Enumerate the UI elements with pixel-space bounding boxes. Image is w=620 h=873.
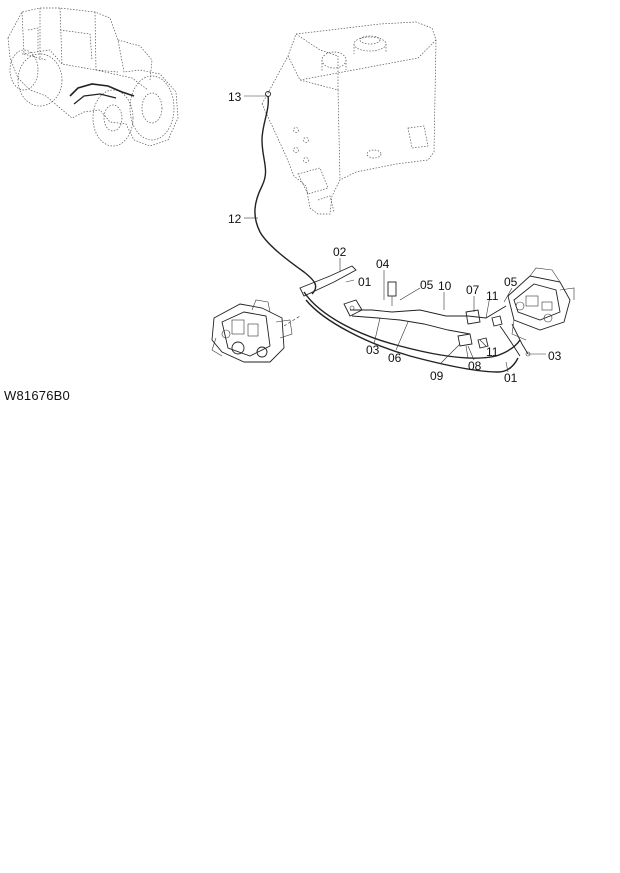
tee-08 bbox=[457, 333, 473, 347]
fitting-04 bbox=[387, 281, 397, 297]
callout-05: 05 bbox=[504, 275, 518, 289]
callout-03: 03 bbox=[548, 349, 562, 363]
callout-11: 11 bbox=[486, 289, 499, 303]
callout-05: 05 bbox=[420, 278, 434, 292]
callout-13: 13 bbox=[228, 90, 242, 104]
callout-labels: 13 12 02 01 04 05 10 07 05 11 03 06 11 0… bbox=[228, 90, 562, 385]
hose-routing bbox=[254, 91, 531, 373]
fitting-13 bbox=[265, 91, 271, 97]
callout-11: 11 bbox=[486, 345, 499, 359]
bracket-02 bbox=[299, 265, 357, 297]
tractor-inset-illustration bbox=[7, 7, 179, 147]
callout-09: 09 bbox=[430, 369, 444, 383]
callout-07: 07 bbox=[466, 283, 480, 297]
hydraulic-pump-illustration bbox=[211, 299, 301, 363]
callout-01: 01 bbox=[504, 371, 518, 385]
control-valve-illustration bbox=[507, 267, 575, 341]
callout-02: 02 bbox=[333, 245, 347, 259]
callout-04: 04 bbox=[376, 257, 390, 271]
callout-03: 03 bbox=[366, 343, 380, 357]
callout-12: 12 bbox=[228, 212, 242, 226]
figure-id: W81676B0 bbox=[4, 388, 70, 403]
callout-10: 10 bbox=[438, 279, 452, 293]
callout-08: 08 bbox=[468, 359, 482, 373]
leader-lines bbox=[244, 95, 546, 373]
callout-06: 06 bbox=[388, 351, 402, 365]
hose-12 bbox=[254, 95, 317, 295]
hydraulic-tank-illustration bbox=[261, 21, 437, 215]
callout-01: 01 bbox=[358, 275, 372, 289]
